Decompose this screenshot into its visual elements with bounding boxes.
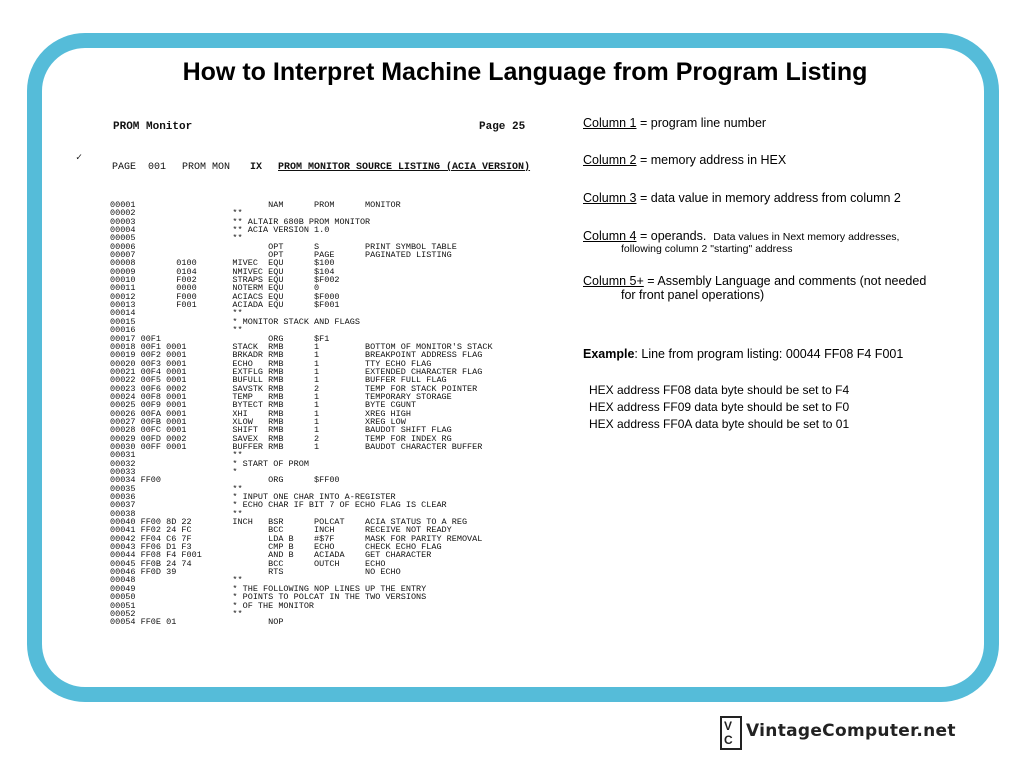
hex-line-2: HEX address FF09 data byte should be set… (589, 400, 850, 414)
note-column-4-detail-b: following column 2 "starting" address (621, 243, 793, 255)
listing-line: 00031 ** (110, 450, 243, 461)
listing-line: 00016 ** (110, 325, 243, 336)
check-mark-icon: ✓ (76, 153, 83, 164)
listing-line: 00014 ** (110, 308, 243, 319)
listing-line: 00050 * POINTS TO POLCAT IN THE TWO VERS… (110, 592, 427, 603)
listing-line: 00006 OPT S PRINT SYMBOL TABLE (110, 241, 457, 252)
listing-line: 00037 * ECHO CHAR IF BIT 7 OF ECHO FLAG … (110, 500, 447, 511)
note-column-5: Column 5+ = Assembly Language and commen… (583, 274, 926, 302)
listing-line: 00028 00FC 0001 SHIFT RMB 1 BAUDOT SHIFT… (110, 425, 452, 436)
listing-line: 00004 ** ACIA VERSION 1.0 (110, 225, 330, 236)
listing-line: 00025 00F9 0001 BYTECT RMB 1 BYTE CGUNT (110, 400, 417, 411)
listing-line: 00007 OPT PAGE PAGINATED LISTING (110, 250, 452, 261)
listing-line: 00001 NAM PROM MONITOR (110, 200, 401, 210)
listing-line: 00046 FF0D 39 RTS NO ECHO (110, 567, 401, 578)
listing-line: 00034 FF00 ORG $FF00 (110, 475, 340, 486)
listing-line: 00051 * OF THE MONITOR (110, 600, 315, 611)
listing-line: 00017 00F1 ORG $F1 (110, 333, 330, 344)
slide-frame (27, 33, 999, 702)
listing-line: 00042 FF04 C6 7F LDA B #$7F MASK FOR PAR… (110, 533, 483, 544)
note-column-3-text: = data value in memory address from colu… (636, 191, 901, 205)
listing-line: 00035 ** (110, 483, 243, 494)
listing-line: 00023 00F6 0002 SAVSTK RMB 2 TEMP FOR ST… (110, 383, 478, 394)
listing-line: 00020 00F3 0001 ECHO RMB 1 TTY ECHO FLAG (110, 358, 432, 369)
hex-line-3: HEX address FF0A data byte should be set… (589, 417, 850, 431)
listing-line: 00040 FF00 8D 22 INCH BSR POLCAT ACIA ST… (110, 517, 468, 528)
listing-line: 00013 F001 ACIADA EQU $F001 (110, 300, 340, 311)
listing-line: 00011 0000 NOTERM EQU 0 (110, 283, 320, 294)
program-listing-scan: PROM Monitor Page 25 ✓ PAGE 001 PROM MON… (58, 112, 570, 642)
listing-line: 00033 * (110, 467, 238, 477)
listing-line: 00049 * THE FOLLOWING NOP LINES UP THE E… (110, 583, 427, 594)
listing-line: 00038 ** (110, 508, 243, 519)
note-column-2-text: = memory address in HEX (636, 153, 787, 167)
note-column-4: Column 4 = operands. Data values in Next… (583, 229, 899, 255)
listing-line: 00018 00F1 0001 STACK RMB 1 BOTTOM OF MO… (110, 341, 493, 352)
listing-page-number: Page 25 (479, 121, 526, 133)
note-column-1-label: Column 1 (583, 116, 637, 130)
listing-module-name: PROM MON (182, 162, 231, 173)
listing-line: 00027 00FB 0001 XLOW RMB 1 XREG LOW (110, 416, 406, 427)
vc-logo-letter-v: V (724, 719, 733, 733)
listing-line: 00002 ** (110, 208, 243, 219)
listing-line: 00009 0104 NMIVEC EQU $104 (110, 266, 335, 277)
listing-heading: PROM Monitor (113, 121, 193, 133)
listing-title: PROM MONITOR SOURCE LISTING (ACIA VERSIO… (278, 162, 531, 173)
note-column-5-label: Column 5+ (583, 274, 644, 288)
note-column-4-label: Column 4 (583, 229, 637, 243)
note-column-1-text: = program line number (636, 116, 767, 130)
listing-line: 00019 00F2 0001 BRKADR RMB 1 BREAKPOINT … (110, 350, 483, 361)
slide-title: How to Interpret Machine Language from P… (182, 58, 868, 86)
listing-line: 00010 F002 STRAPS EQU $F002 (110, 275, 340, 286)
listing-line: 00044 FF08 F4 F001 AND B ACIADA GET CHAR… (110, 550, 432, 561)
note-column-1: Column 1 = program line number (583, 116, 766, 130)
listing-line: 00026 00FA 0001 XHI RMB 1 XREG HIGH (110, 408, 411, 419)
listing-line: 00036 * INPUT ONE CHAR INTO A-REGISTER (110, 492, 396, 503)
vintagecomputer-logo: V C VintageComputer.net (720, 716, 980, 750)
note-column-3-label: Column 3 (583, 191, 637, 205)
listing-line: 00043 FF06 D1 F3 CMP B ECHO CHECK ECHO F… (110, 542, 442, 553)
example-label: Example (583, 347, 635, 361)
listing-page-label: PAGE 001 (112, 162, 167, 173)
note-column-5-text-b: for front panel operations) (621, 288, 765, 302)
vc-logo-letter-c: C (724, 733, 733, 747)
listing-line: 00041 FF02 24 FC BCC INCH RECEIVE NOT RE… (110, 525, 452, 536)
listing-line: 00052 ** (110, 608, 243, 619)
listing-line: 00003 ** ALTAIR 680B PROM MONITOR (110, 216, 371, 227)
listing-line: 00024 00F8 0001 TEMP RMB 1 TEMPORARY STO… (110, 391, 452, 402)
listing-line: 00032 * START OF PROM (110, 458, 309, 469)
listing-line: 00022 00F5 0001 BUFULL RMB 1 BUFFER FULL… (110, 375, 447, 386)
listing-line: 00029 00FD 0002 SAVEX RMB 2 TEMP FOR IND… (110, 433, 452, 444)
note-column-2: Column 2 = memory address in HEX (583, 153, 786, 167)
listing-line: 00045 FF0B 24 74 BCC OUTCH ECHO (110, 558, 386, 569)
note-column-4-text: = operands. (636, 229, 707, 243)
listing-mode: IX (250, 162, 263, 173)
example-line: Example: Line from program listing: 0004… (583, 347, 903, 361)
listing-line: 00008 0100 MIVEC EQU $100 (110, 258, 335, 269)
listing-line: 00015 * MONITOR STACK AND FLAGS (110, 316, 360, 327)
listing-line: 00021 00F4 0001 EXTFLG RMB 1 EXTENDED CH… (110, 366, 483, 377)
listing-line: 00048 ** (110, 575, 243, 586)
note-column-2-label: Column 2 (583, 153, 637, 167)
listing-line: 00012 F000 ACIACS EQU $F000 (110, 291, 340, 302)
listing-line: 00054 FF0E 01 NOP (110, 617, 284, 628)
logo-text: VintageComputer.net (746, 721, 956, 741)
note-column-3: Column 3 = data value in memory address … (583, 191, 901, 205)
example-text: : Line from program listing: 00044 FF08 … (634, 347, 904, 361)
listing-line: 00030 00FF 0001 BUFFER RMB 1 BAUDOT CHAR… (110, 441, 483, 452)
note-column-5-text-a: = Assembly Language and comments (not ne… (643, 274, 927, 288)
listing-line: 00005 ** (110, 233, 243, 244)
note-column-4-detail-a: Data values in Next memory addresses, (713, 231, 900, 243)
hex-line-1: HEX address FF08 data byte should be set… (589, 383, 850, 397)
vc-logo-icon: V C (720, 716, 742, 750)
